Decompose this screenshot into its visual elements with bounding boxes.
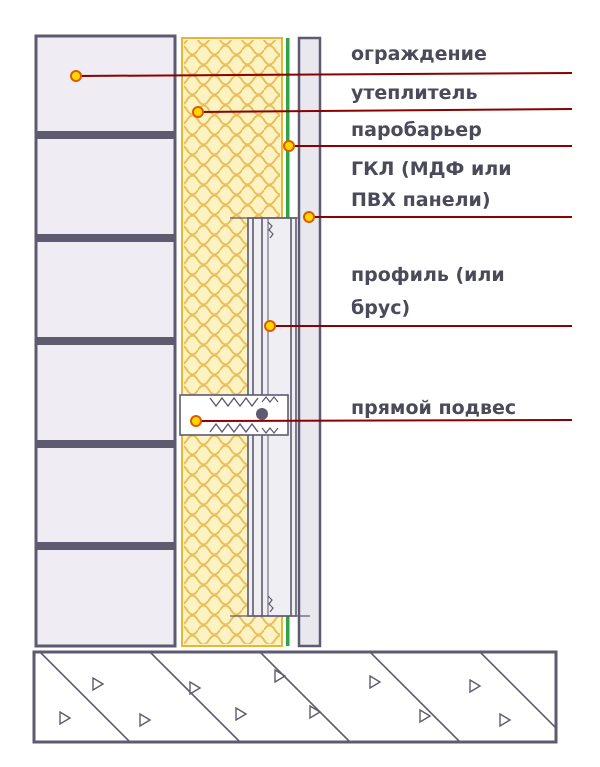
label-enclosure: ограждение bbox=[351, 43, 487, 65]
leader-enclosure bbox=[75, 72, 573, 77]
label-hanger: прямой подвес bbox=[351, 397, 517, 419]
leader-hanger bbox=[195, 419, 573, 422]
marker-panel bbox=[303, 211, 315, 223]
label-panel-line1: ГКЛ (МДФ или bbox=[351, 158, 512, 180]
label-profile-line1: профиль (или bbox=[351, 264, 505, 286]
brick-enclosure bbox=[34, 34, 177, 648]
drywall-panel bbox=[297, 36, 322, 648]
marker-insulation bbox=[192, 106, 204, 118]
label-vapor-barrier: паробарьер bbox=[351, 119, 482, 141]
marker-hanger bbox=[190, 415, 202, 427]
floor-slab bbox=[32, 650, 558, 744]
marker-vapor-barrier bbox=[283, 140, 295, 152]
marker-enclosure bbox=[70, 70, 82, 82]
label-insulation: утеплитель bbox=[351, 82, 478, 104]
leader-insulation bbox=[197, 108, 573, 113]
marker-profile bbox=[264, 320, 276, 332]
label-panel-line2: ПВХ панели) bbox=[351, 189, 491, 211]
direct-hanger bbox=[179, 394, 289, 436]
label-profile-line2: брус) bbox=[351, 297, 411, 319]
